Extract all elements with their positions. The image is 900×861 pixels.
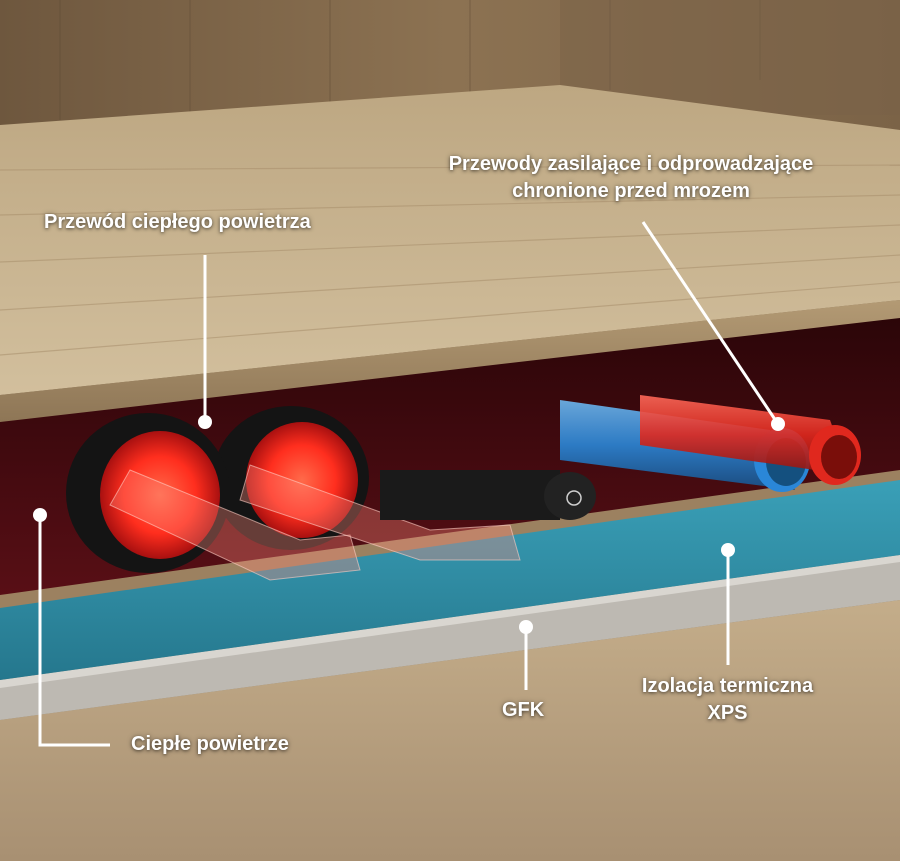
label-gfk: GFK [502, 699, 545, 721]
label-warm-air: Ciepłe powietrze [131, 733, 289, 755]
label-supply-lines: Przewody zasilające i odprowadzające chr… [416, 151, 846, 205]
callout-dots [33, 415, 785, 634]
label-insulation: Izolacja termiczna XPS [620, 673, 835, 727]
xps-insulation [0, 478, 900, 680]
gfk-board [0, 555, 900, 720]
label-supply-lines-line2: chronione przed mrozem [512, 180, 750, 202]
floor-cavity [0, 310, 900, 605]
supply-pipe-red [640, 395, 861, 485]
callout-lines [38, 221, 780, 747]
label-supply-lines-line1: Przewody zasilające i odprowadzające [448, 153, 814, 175]
slab-grain [0, 164, 900, 356]
label-insulation-line2: XPS [707, 702, 748, 724]
black-cable [380, 470, 596, 520]
warm-air-duct-left [66, 413, 230, 573]
slab-edge [0, 300, 900, 422]
label-insulation-line1: Izolacja termiczna [641, 675, 814, 697]
upper-floor-slab [0, 85, 900, 395]
warm-air-duct-right [213, 406, 369, 550]
lower-floor [0, 600, 900, 861]
label-warm-air-duct: Przewód ciepłego powietrza [44, 211, 311, 233]
